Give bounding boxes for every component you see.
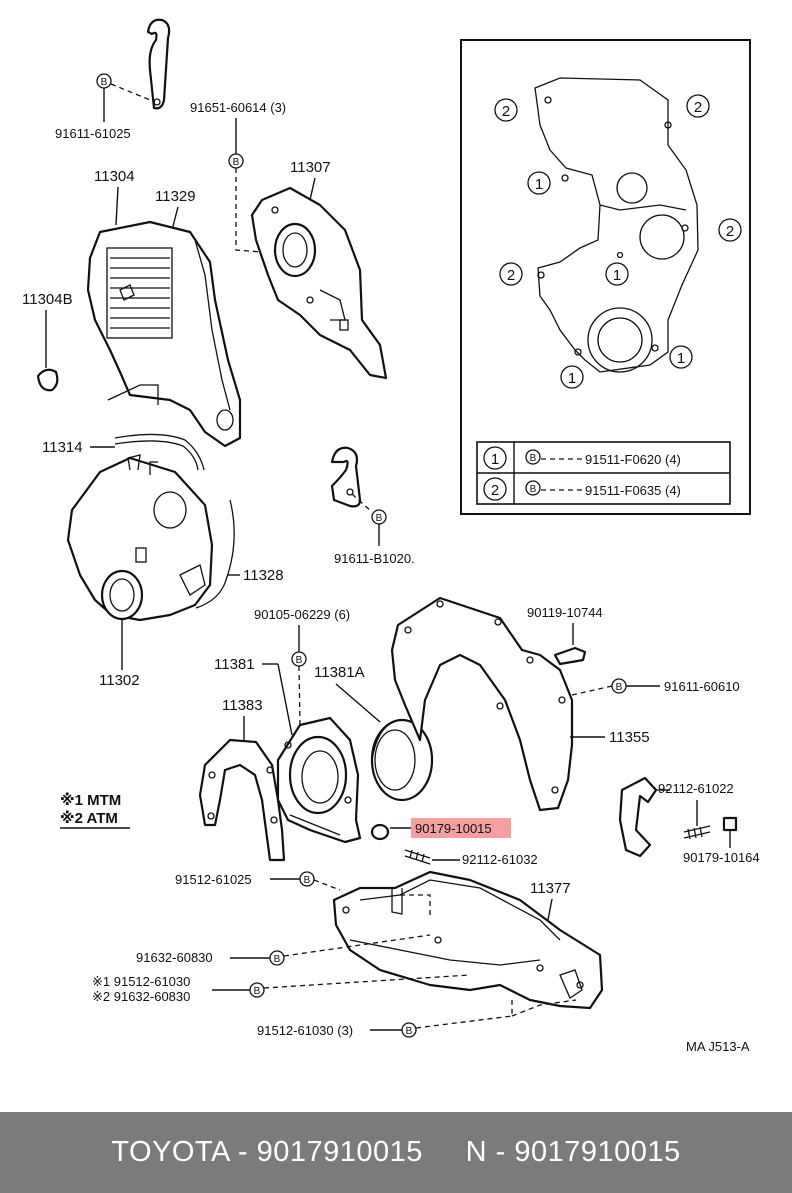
bolt-90105-06229: B: [291, 651, 307, 667]
svg-text:B: B: [296, 655, 303, 666]
part-number-footer: TOYOTA - 9017910015 N - 9017910015: [0, 1112, 792, 1193]
bolt-91611-61025: B: [96, 73, 112, 89]
end-plate-11355: [390, 596, 574, 812]
bolt-91651-60614: B: [228, 153, 244, 169]
stud-92112-61022: [683, 825, 711, 840]
legend-part-2: 91511-F0635 (4): [585, 483, 681, 498]
bolt-91512-61030-3: B: [401, 1022, 417, 1038]
label-11381: 11381: [214, 656, 255, 673]
svg-text:2: 2: [694, 99, 702, 116]
label-91651-60614: 91651-60614 (3): [190, 100, 286, 115]
stud-92112-61032: [404, 849, 431, 865]
svg-text:B: B: [274, 954, 281, 965]
bolt-inset: 2 2 2 2 1 1 1 1: [460, 39, 751, 515]
label-90179-10164: 90179-10164: [683, 850, 760, 865]
label-91512-61030-3: 91512-61030 (3): [257, 1023, 353, 1038]
circle-2-marker: 2: [499, 262, 523, 286]
timing-cover-11302: [66, 454, 214, 622]
svg-text:2: 2: [502, 103, 510, 120]
label-90179-10015: 90179-10015: [415, 821, 492, 836]
nut-90179-10015: [370, 823, 390, 841]
bolt-91512-61030: B: [249, 982, 265, 998]
svg-text:2: 2: [507, 267, 515, 284]
svg-text:B: B: [376, 513, 383, 524]
svg-text:1: 1: [491, 451, 499, 468]
bolt-91611-60610: B: [611, 678, 627, 694]
note-atm: ※2 ATM: [60, 809, 118, 827]
circle-2-marker: 2: [718, 218, 742, 242]
label-11304B: 11304B: [22, 291, 73, 308]
note-mtm: ※1 MTM: [60, 791, 121, 809]
label-90105-06229: 90105-06229 (6): [254, 607, 350, 622]
svg-text:1: 1: [535, 176, 543, 193]
nut-90179-10164: [722, 816, 738, 832]
bolt-91632-60830: B: [269, 950, 285, 966]
footer-text: TOYOTA - 9017910015 N - 9017910015: [111, 1136, 681, 1168]
label-11302: 11302: [99, 672, 140, 689]
bolt-91611-B1020: B: [371, 509, 387, 525]
svg-text:1: 1: [677, 350, 685, 367]
circle-1-marker: 1: [527, 171, 551, 195]
svg-text:B: B: [304, 875, 311, 886]
svg-text:B: B: [530, 484, 537, 495]
label-11381A: 11381A: [314, 664, 365, 681]
label-91611-61025: 91611-61025: [55, 126, 131, 141]
circle-2-marker: 2: [494, 98, 518, 122]
label-91512-61030-mtm: ※1 91512-61030: [92, 974, 190, 989]
bolt-legend-table: 1 2 B B 91511-F0620 (4) 91511-F0635 (4): [476, 441, 731, 505]
plug-11304B: [36, 368, 59, 392]
oil-seal-11381A: [370, 718, 434, 802]
bolt-90119-10744: [553, 646, 587, 666]
label-91611-60610: 91611-60610: [664, 679, 740, 694]
svg-text:1: 1: [568, 370, 576, 387]
label-92112-61032: 92112-61032: [462, 852, 538, 867]
label-11355: 11355: [609, 729, 650, 746]
bracket-hook: [618, 776, 658, 858]
label-91632-60830: 91632-60830: [136, 950, 213, 965]
label-11377: 11377: [530, 880, 571, 897]
svg-text:B: B: [101, 77, 108, 88]
label-11314: 11314: [42, 439, 83, 456]
circle-1-marker: 1: [605, 262, 629, 286]
label-11328: 11328: [243, 567, 284, 584]
label-11307: 11307: [290, 159, 331, 176]
diagram-ref-code: MA J513-A: [686, 1039, 750, 1054]
label-91512-61025: 91512-61025: [175, 872, 252, 887]
gasket-11383: [198, 738, 286, 862]
highlight-90179-10015: [411, 818, 511, 838]
svg-text:B: B: [530, 453, 537, 464]
svg-text:B: B: [254, 986, 261, 997]
label-11383: 11383: [222, 697, 263, 714]
svg-text:1: 1: [613, 267, 621, 284]
bolt-91512-61025: B: [299, 871, 315, 887]
circle-1-marker: 1: [560, 365, 584, 389]
timing-belt-cover-11304: [86, 220, 242, 448]
circle-1-marker: 1: [669, 345, 693, 369]
engine-hanger-hook: [146, 18, 171, 110]
svg-text:2: 2: [491, 482, 499, 499]
label-11329: 11329: [155, 188, 196, 205]
label-92112-61022: 92112-61022: [658, 781, 734, 796]
label-91611-B1020: 91611-B1020.: [334, 551, 415, 566]
legend-part-1: 91511-F0620 (4): [585, 452, 681, 467]
circle-2-marker: 2: [686, 94, 710, 118]
svg-text:B: B: [233, 157, 240, 168]
timing-cover-11307: [250, 186, 388, 380]
label-90119-10744: 90119-10744: [527, 605, 603, 620]
oil-seal-retainer-11381: [276, 716, 362, 844]
parts-diagram: 2 2 2 2 1 1 1 1: [22, 18, 760, 1054]
label-91632-60830-atm: ※2 91632-60830: [92, 989, 190, 1004]
svg-text:2: 2: [726, 223, 734, 240]
engine-hanger-hook-b: [330, 446, 362, 508]
stiffening-plate-11377: [332, 870, 604, 1010]
svg-text:B: B: [406, 1026, 413, 1037]
svg-text:B: B: [616, 682, 623, 693]
label-11304: 11304: [94, 168, 135, 185]
